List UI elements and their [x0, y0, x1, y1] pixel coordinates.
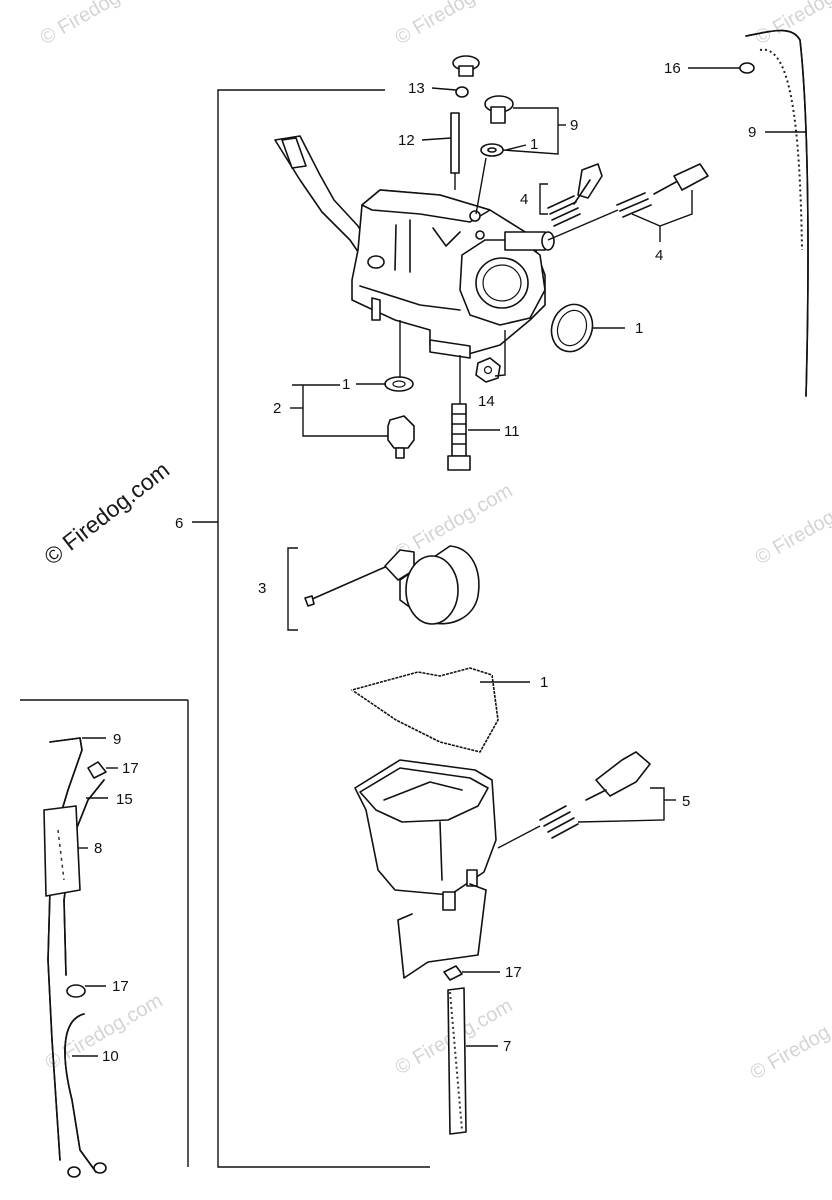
callout-9-inset: 9 [113, 731, 121, 748]
float-3 [304, 545, 480, 625]
callout-17-center: 17 [505, 964, 522, 981]
callout-11: 11 [504, 423, 520, 440]
drain-screw-5 [539, 751, 651, 839]
watermark-faint: © Firedog.com [752, 0, 832, 49]
callout-4-idle: 4 [655, 247, 663, 264]
gasket-1 [349, 666, 500, 754]
drain-tube-7 [447, 987, 467, 1135]
callout-10: 10 [102, 1048, 119, 1065]
callout-6: 6 [175, 515, 183, 532]
callout-3: 3 [258, 580, 266, 597]
screw-9 [484, 95, 514, 124]
callout-12: 12 [398, 132, 415, 149]
needle-12 [450, 112, 460, 174]
screw-top [452, 55, 480, 77]
callout-7: 7 [503, 1038, 511, 1055]
float-bowl [354, 759, 497, 979]
callout-14: 14 [478, 393, 495, 410]
callout-2: 2 [273, 400, 281, 417]
hose-assembly-inset [43, 737, 107, 1178]
callout-4-pilot: 4 [520, 191, 528, 208]
idle-screw-4 [616, 163, 709, 218]
callout-1-gasket: 1 [540, 674, 548, 691]
callout-8: 8 [94, 840, 102, 857]
watermark-faint: © Firedog.com [752, 485, 832, 570]
inset-frame [20, 699, 189, 1167]
callout-17-inset-bottom: 17 [112, 978, 129, 995]
pilot-screw-4 [547, 163, 603, 227]
callout-15: 15 [116, 791, 133, 808]
callout-9-screw: 9 [570, 117, 578, 134]
clip-16 [739, 62, 755, 74]
washer-1-top [480, 143, 504, 157]
assembly-bracket [192, 89, 430, 1168]
watermark-faint: © Firedog.com [747, 1000, 832, 1085]
washer-1-jet [384, 376, 414, 392]
watermark-faint: © Firedog.com [392, 0, 517, 49]
watermark-faint: © Firedog.com [37, 0, 162, 49]
nut-14 [475, 357, 501, 383]
watermark-main: © Firedog.com [39, 456, 174, 570]
faint-watermarks: © Firedog.com © Firedog.com © Firedog.co… [37, 0, 832, 1084]
callout-16: 16 [664, 60, 681, 77]
callout-13: 13 [408, 80, 425, 97]
clip-17-center [443, 965, 463, 981]
callout-labels: 16 9 13 12 9 1 4 4 1 1 2 14 11 6 3 1 5 1… [94, 60, 756, 1065]
fuel-tube-9 [745, 29, 809, 397]
jet-13 [455, 86, 469, 98]
callout-5: 5 [682, 793, 690, 810]
carburetor-body [274, 135, 555, 359]
callout-1-oring: 1 [635, 320, 643, 337]
callout-1-washer: 1 [530, 136, 538, 153]
callout-9-tube: 9 [748, 124, 756, 141]
callout-leaders [72, 67, 806, 1057]
needle-jet-11 [447, 403, 471, 471]
jet-2 [387, 415, 415, 459]
callout-1-jet: 1 [342, 376, 350, 393]
o-ring-1 [550, 303, 594, 353]
callout-17-inset-top: 17 [122, 760, 139, 777]
